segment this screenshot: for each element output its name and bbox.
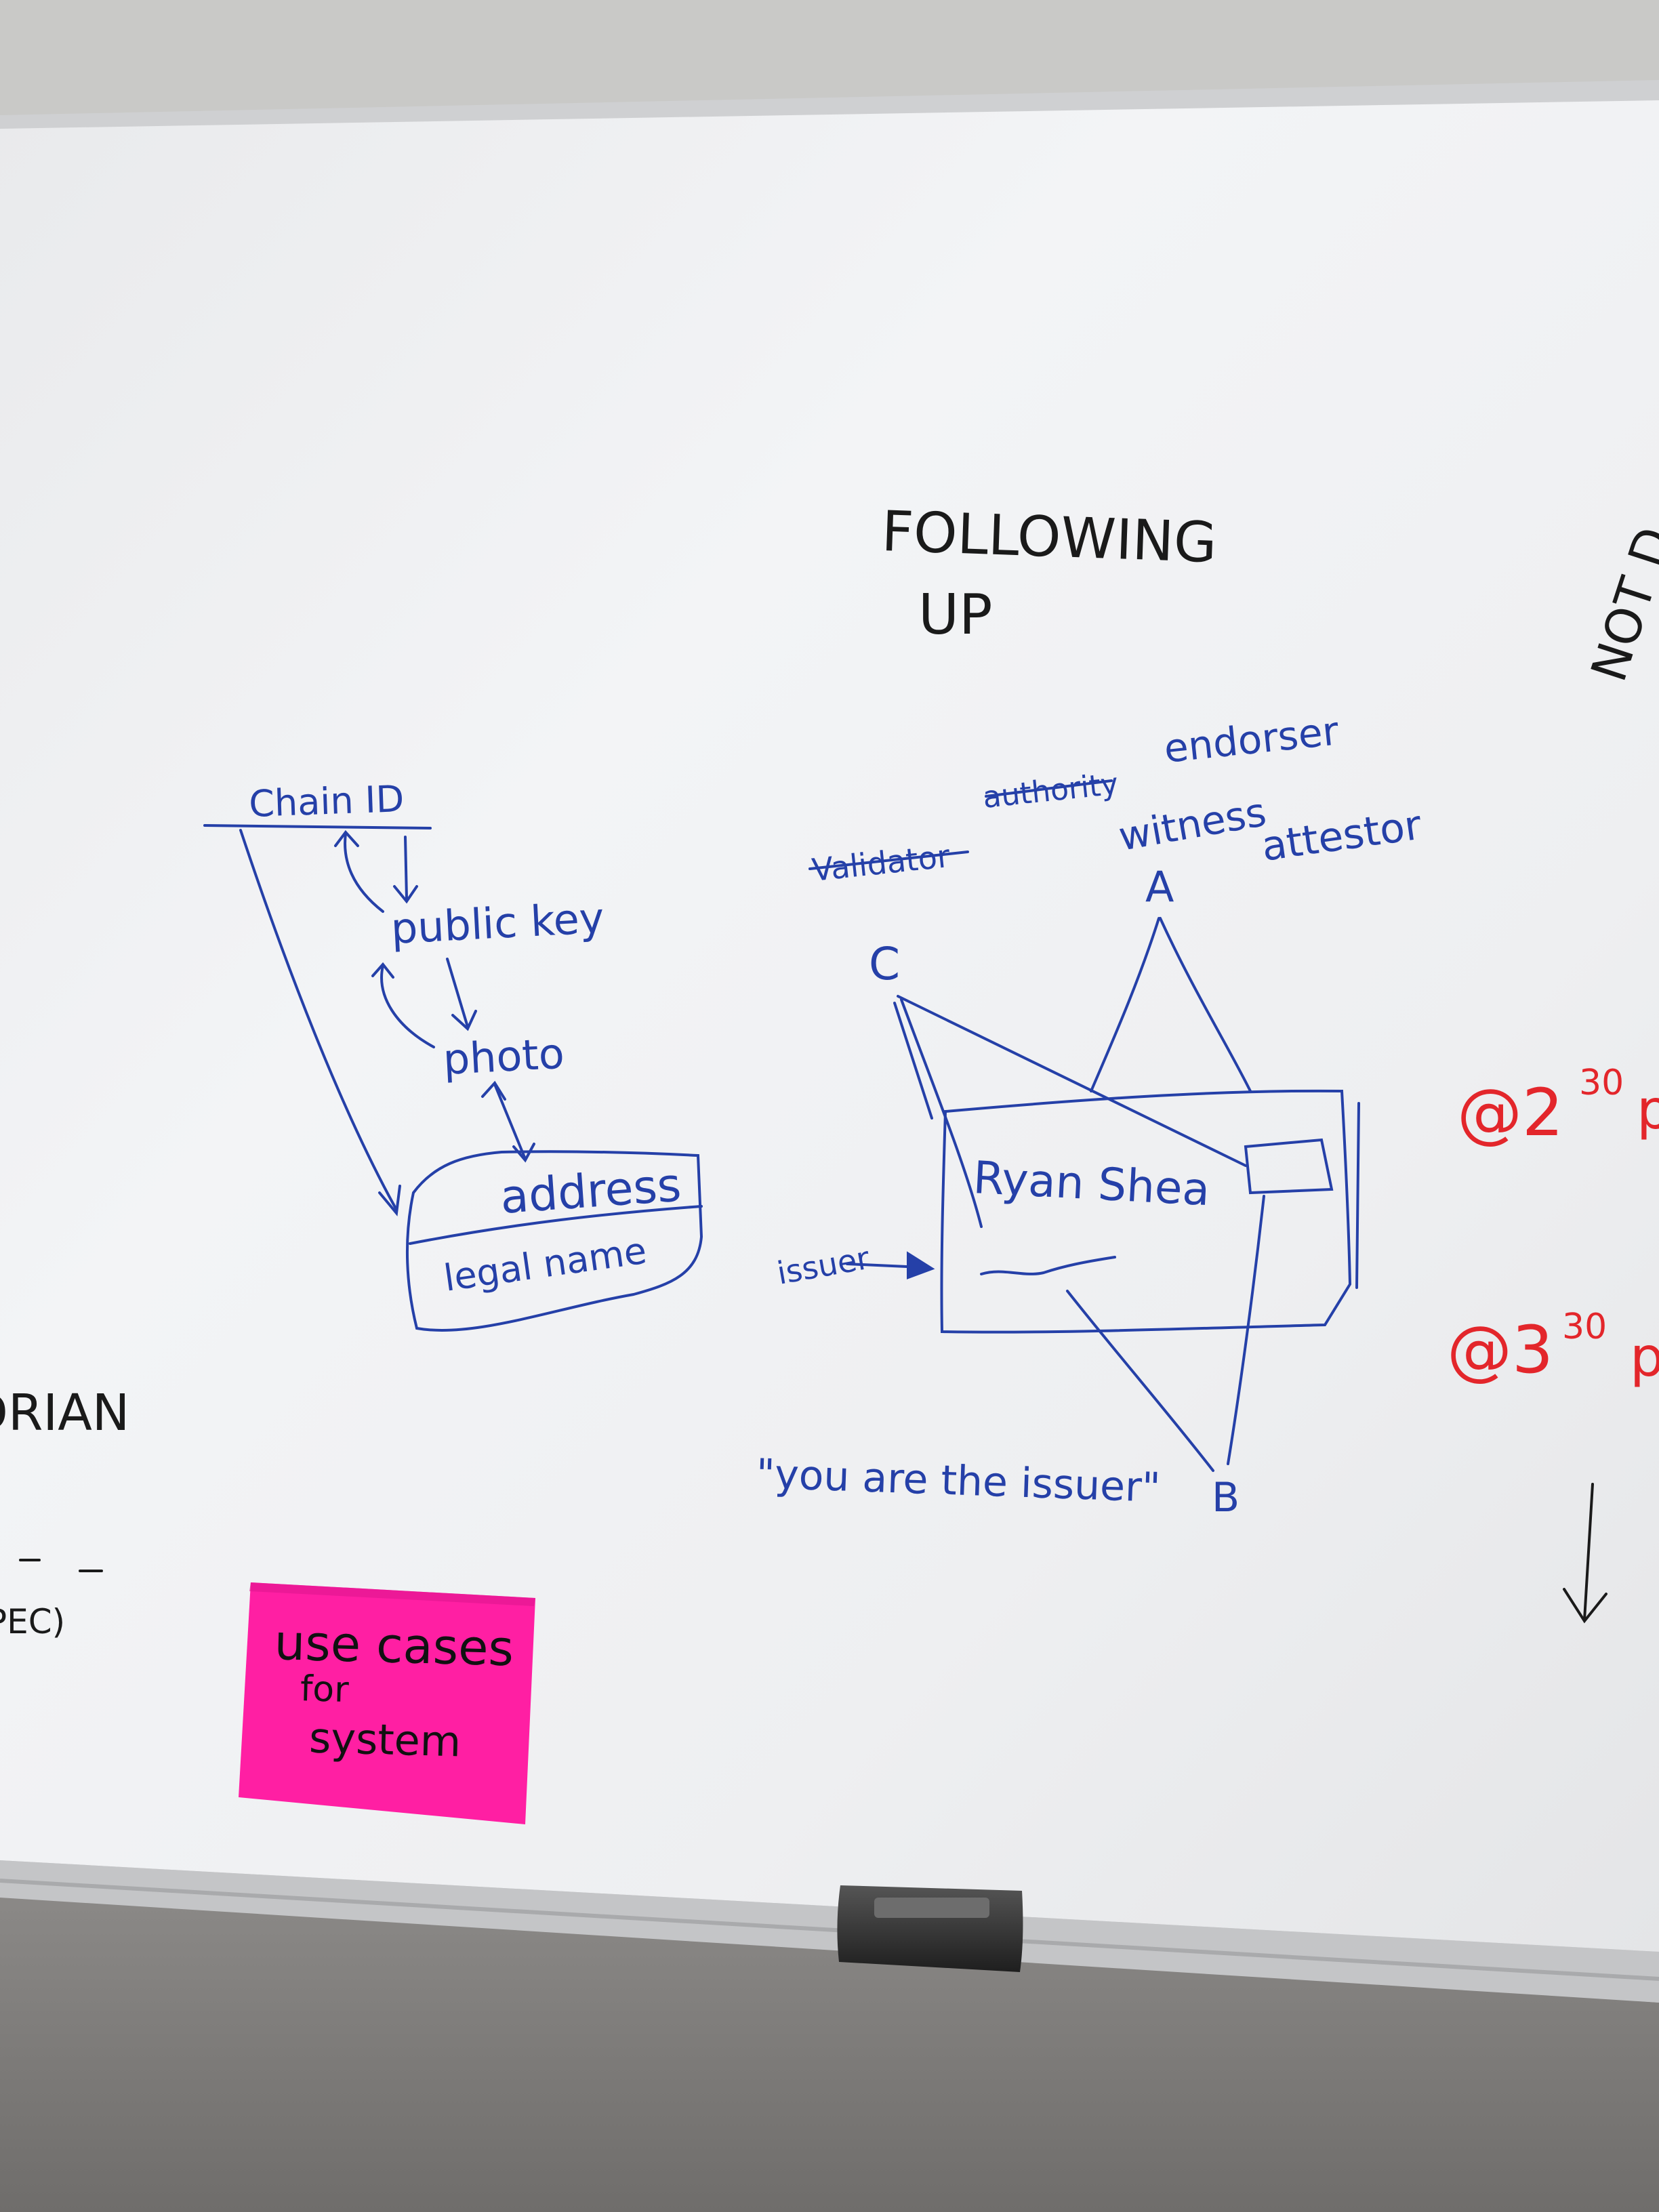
- card-to-b-line-1: [1066, 1290, 1214, 1472]
- photo-address-arrow: [493, 1083, 527, 1160]
- node-c: C: [869, 938, 900, 990]
- address-divider: [409, 1205, 703, 1245]
- address-label: address: [499, 1159, 683, 1225]
- tray-edge: [0, 1879, 1659, 1981]
- c-to-card-line-2: [900, 998, 983, 1228]
- time-1-sup: 30: [1579, 1063, 1624, 1103]
- node-a: A: [1145, 862, 1174, 912]
- sticky-line-2: for: [300, 1668, 350, 1711]
- c-to-card-line-1: [893, 1002, 933, 1120]
- photo-address-arrowhead-top: [481, 1080, 506, 1101]
- identity-diagram: [203, 824, 703, 1332]
- sticky-note-text: use cases for system: [240, 1586, 523, 1810]
- issuer-arrowhead: [907, 1251, 935, 1279]
- key-down-arrow: [446, 958, 469, 1028]
- c-to-photo-line: [897, 995, 1247, 1167]
- time-slot-2: @3 30 p: [1447, 1307, 1659, 1389]
- key-down-arrowhead: [451, 1010, 477, 1031]
- validator-strike: [808, 851, 969, 870]
- chain-to-address-arrow: [239, 829, 398, 1211]
- time-2: @3: [1447, 1312, 1553, 1388]
- card-name: Ryan Shea: [972, 1151, 1211, 1216]
- sticky-note[interactable]: [239, 1582, 535, 1824]
- time-2-tail: p: [1630, 1326, 1659, 1389]
- chain-down-arrow: [404, 836, 408, 899]
- a-left-line: [1090, 917, 1160, 1092]
- down-arrow: [1563, 1483, 1607, 1624]
- node-b: B: [1212, 1474, 1240, 1521]
- photo-up-arrow: [380, 964, 435, 1048]
- public-key-up-arrow: [344, 832, 384, 913]
- heading-up: UP: [918, 583, 992, 647]
- chain-down-arrowhead: [393, 885, 418, 904]
- photo-label: photo: [442, 1029, 565, 1084]
- chain-to-address-arrowhead: [378, 1185, 401, 1216]
- chain-id-label: Chain ID: [248, 777, 405, 825]
- time-1-tail: p: [1637, 1078, 1659, 1141]
- card-right-edge: [1355, 1102, 1360, 1289]
- credential-card[interactable]: [940, 1089, 1352, 1334]
- photo-up-arrowhead: [371, 962, 394, 979]
- card-photo-box[interactable]: [1244, 1138, 1334, 1195]
- name-squiggle: [980, 1256, 1116, 1275]
- sticky-line-3: system: [308, 1713, 462, 1767]
- authority-strike: [985, 779, 1113, 798]
- time-1: @2: [1457, 1075, 1563, 1151]
- chain-id-underline: [203, 824, 432, 830]
- credential-diagram: [808, 779, 1360, 1472]
- public-key-up-arrowhead: [334, 830, 359, 847]
- card-to-b-line-2: [1227, 1195, 1265, 1465]
- public-key-label: public key: [390, 893, 605, 954]
- left-fragment: PEC): [0, 1602, 65, 1641]
- time-2-sup: 30: [1562, 1307, 1607, 1347]
- time-slot-1: @2 30 p: [1457, 1063, 1659, 1151]
- eraser[interactable]: [837, 1885, 1023, 1972]
- dash-marks: [19, 1559, 103, 1572]
- address-card: [405, 1150, 703, 1332]
- board-surface: [0, 100, 1659, 1952]
- sticky-line-1: use cases: [273, 1614, 515, 1677]
- a-right-line: [1159, 917, 1252, 1092]
- heading-following: FOLLOWING: [880, 499, 1218, 575]
